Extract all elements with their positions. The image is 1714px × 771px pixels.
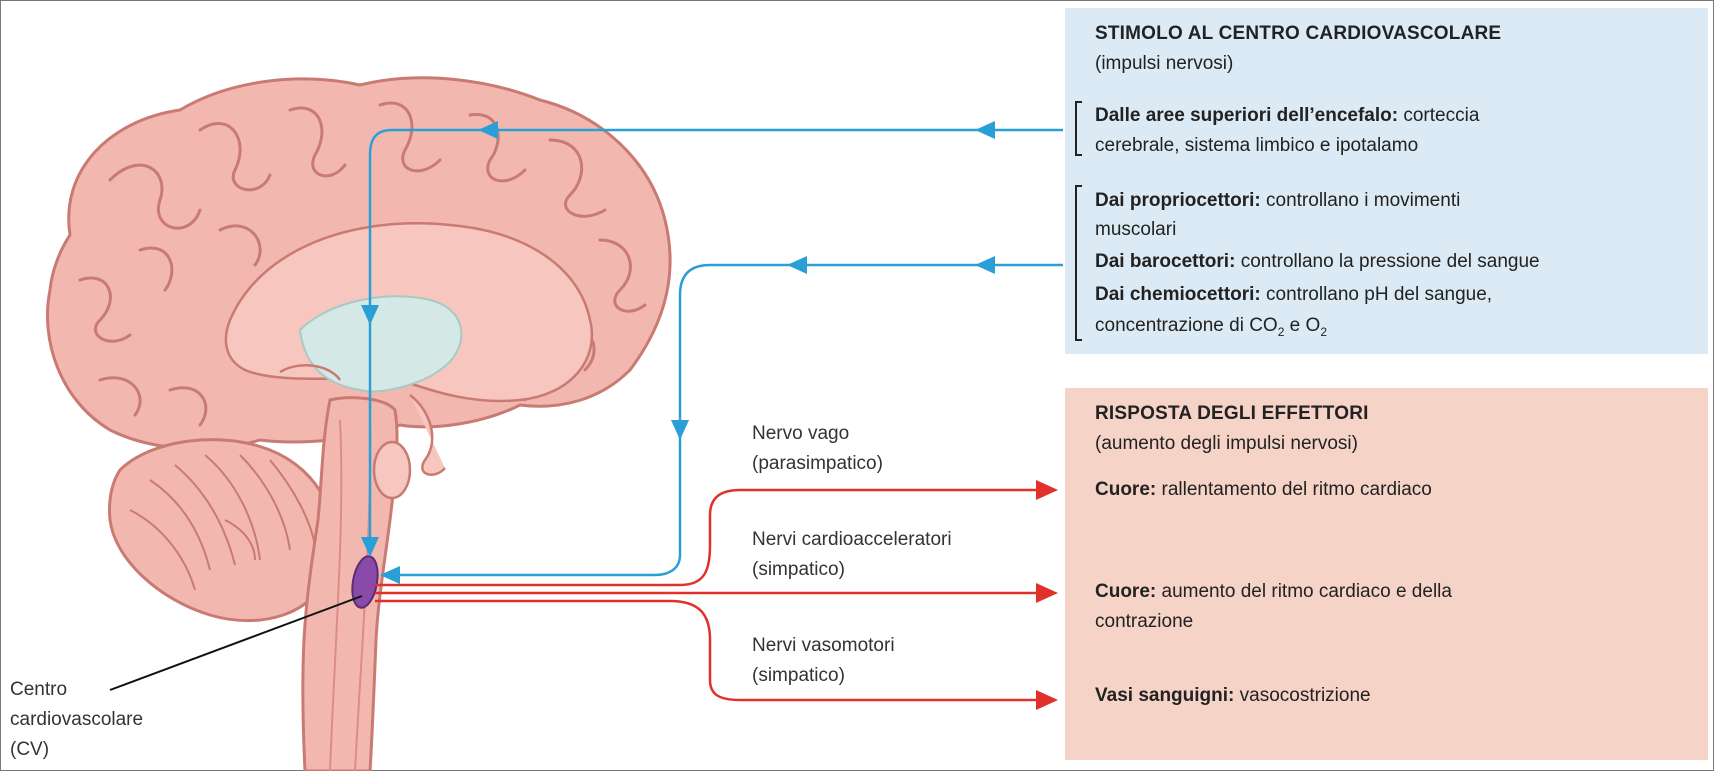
o2-subscript: 2 — [1320, 325, 1327, 339]
efferent-arrowheads — [1036, 480, 1058, 710]
chemoreceptors-label: Dai chemiocettori: — [1095, 284, 1261, 305]
chemoreceptors-text: controllano pH del sangue, — [1261, 284, 1492, 305]
upper-areas-label: Dalle aree superiori dell’encefalo: — [1095, 105, 1398, 126]
baroreceptors-line: Dai barocettori: controllano la pression… — [1095, 248, 1540, 276]
chemo-co2-text: concentrazione di CO — [1095, 315, 1278, 336]
cardioaccelerator-nerves-label: Nervi cardioacceleratori — [752, 526, 952, 554]
response-subtitle: (aumento degli impulsi nervosi) — [1095, 430, 1358, 458]
response-vessels-text: vasocostrizione — [1234, 685, 1370, 706]
chemoreceptors-line2: concentrazione di CO2 e O2 — [1095, 312, 1327, 346]
response-heart-slow-label: Cuore: — [1095, 479, 1156, 500]
cv-label-line1: Centro — [10, 676, 67, 704]
response-heart-fast-text: aumento del ritmo cardiaco e della — [1156, 581, 1452, 602]
vasomotor-nerves-type: (simpatico) — [752, 662, 845, 690]
vasomotor-nerves-label: Nervi vasomotori — [752, 632, 895, 660]
vagus-nerve-label: Nervo vago — [752, 420, 849, 448]
baroreceptors-label: Dai barocettori: — [1095, 251, 1235, 272]
response-vessels: Vasi sanguigni: vasocostrizione — [1095, 682, 1371, 710]
chemo-o2-text: e O — [1284, 315, 1320, 336]
response-heart-fast-line1: Cuore: aumento del ritmo cardiaco e dell… — [1095, 578, 1452, 606]
proprioceptors-line1: Dai propriocettori: controllano i movime… — [1095, 187, 1460, 215]
efferent-pathways — [375, 490, 1040, 700]
stimulus-brackets — [1076, 102, 1082, 340]
stimulus-title: STIMOLO AL CENTRO CARDIOVASCOLARE — [1095, 20, 1501, 48]
response-title: RISPOSTA DEGLI EFFETTORI — [1095, 400, 1369, 428]
upper-areas-text: corteccia — [1398, 105, 1479, 126]
baroreceptors-text: controllano la pressione del sangue — [1235, 251, 1539, 272]
proprioceptors-label: Dai propriocettori: — [1095, 190, 1261, 211]
chemoreceptors-line1: Dai chemiocettori: controllano pH del sa… — [1095, 281, 1492, 309]
response-vessels-label: Vasi sanguigni: — [1095, 685, 1234, 706]
proprioceptors-text: controllano i movimenti — [1261, 190, 1461, 211]
response-heart-fast-line2: contrazione — [1095, 608, 1193, 636]
cerebellum — [109, 440, 334, 621]
vagus-nerve-type: (parasimpatico) — [752, 450, 883, 478]
response-heart-slow-text: rallentamento del ritmo cardiaco — [1156, 479, 1432, 500]
cardioaccelerator-nerves-type: (simpatico) — [752, 556, 845, 584]
stimulus-subtitle: (impulsi nervosi) — [1095, 50, 1233, 78]
proprioceptors-line2: muscolari — [1095, 216, 1176, 244]
response-heart-slow: Cuore: rallentamento del ritmo cardiaco — [1095, 476, 1432, 504]
cv-label-line2: cardiovascolare — [10, 706, 143, 734]
upper-areas-line1: Dalle aree superiori dell’encefalo: cort… — [1095, 102, 1479, 130]
upper-areas-line2: cerebrale, sistema limbico e ipotalamo — [1095, 132, 1418, 160]
cv-label-line3: (CV) — [10, 736, 49, 764]
response-heart-fast-label: Cuore: — [1095, 581, 1156, 602]
